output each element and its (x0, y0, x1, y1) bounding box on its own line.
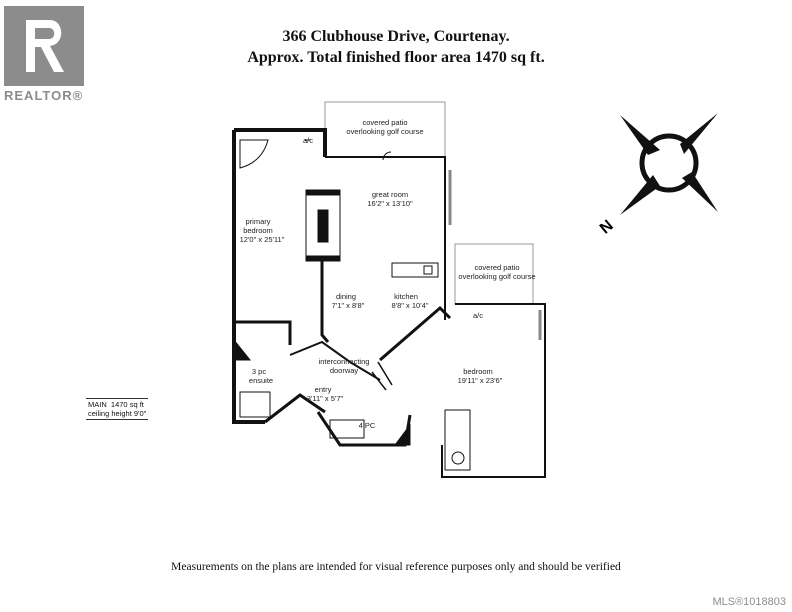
great-room-label: great room (372, 190, 408, 199)
ensuite-label: 3 pc (252, 367, 266, 376)
realtor-wordmark: REALTOR® (4, 88, 84, 103)
level-name: MAIN (88, 400, 107, 409)
entry-dims: 3'11" x 5'7" (307, 394, 344, 403)
property-address: 366 Clubhouse Drive, Courtenay. (282, 28, 510, 45)
patio2-sublabel: overlooking golf course (458, 272, 535, 281)
disclaimer: Measurements on the plans are intended f… (171, 561, 621, 573)
ac-label-2: a/c (473, 311, 483, 320)
patio1-sublabel: overlooking golf course (346, 127, 423, 136)
level-area-box: MAIN 1470 sq ft ceiling height 9'0" (86, 398, 149, 420)
great-room-dims: 16'2" x 13'10" (367, 199, 413, 208)
primary-bedroom-dims: 12'0" x 25'11" (240, 235, 285, 244)
dining-label: dining (336, 292, 356, 301)
primary-bedroom-wall (234, 128, 327, 157)
entry-label: entry (315, 385, 332, 394)
bath-4pc-label: 4 PC (359, 421, 376, 430)
realtor-r-icon (4, 6, 84, 86)
ensuite-label-2: ensuite (249, 376, 273, 385)
primary-bedroom-label-2: bedroom (243, 226, 273, 235)
ac-label-1: a/c (303, 136, 313, 145)
compass-north-label: N (597, 217, 617, 237)
floor-area-title: Approx. Total finished floor area 1470 s… (247, 49, 545, 66)
bedroom-wall (441, 303, 546, 478)
bedroom-label: bedroom (463, 367, 493, 376)
patio1-label: covered patio (362, 118, 407, 127)
level-area: 1470 sq ft (110, 400, 144, 409)
dining-dims: 7'1" x 8'8" (332, 301, 365, 310)
realtor-logo (4, 6, 88, 88)
ceiling-height: ceiling height 9'0" (88, 409, 147, 418)
primary-bedroom-label: primary (245, 217, 270, 226)
interconnecting-label: interconnecting (319, 357, 370, 366)
interconnecting-label-2: doorway (330, 366, 359, 375)
patio2-label: covered patio (474, 263, 519, 272)
mls-id: MLS®1018803 (712, 596, 786, 608)
bedroom-dims: 19'11" x 23'6" (458, 376, 503, 385)
kitchen-label: kitchen (394, 292, 418, 301)
kitchen-dims: 8'8" x 10'4" (392, 301, 429, 310)
compass-icon: N (597, 113, 718, 238)
